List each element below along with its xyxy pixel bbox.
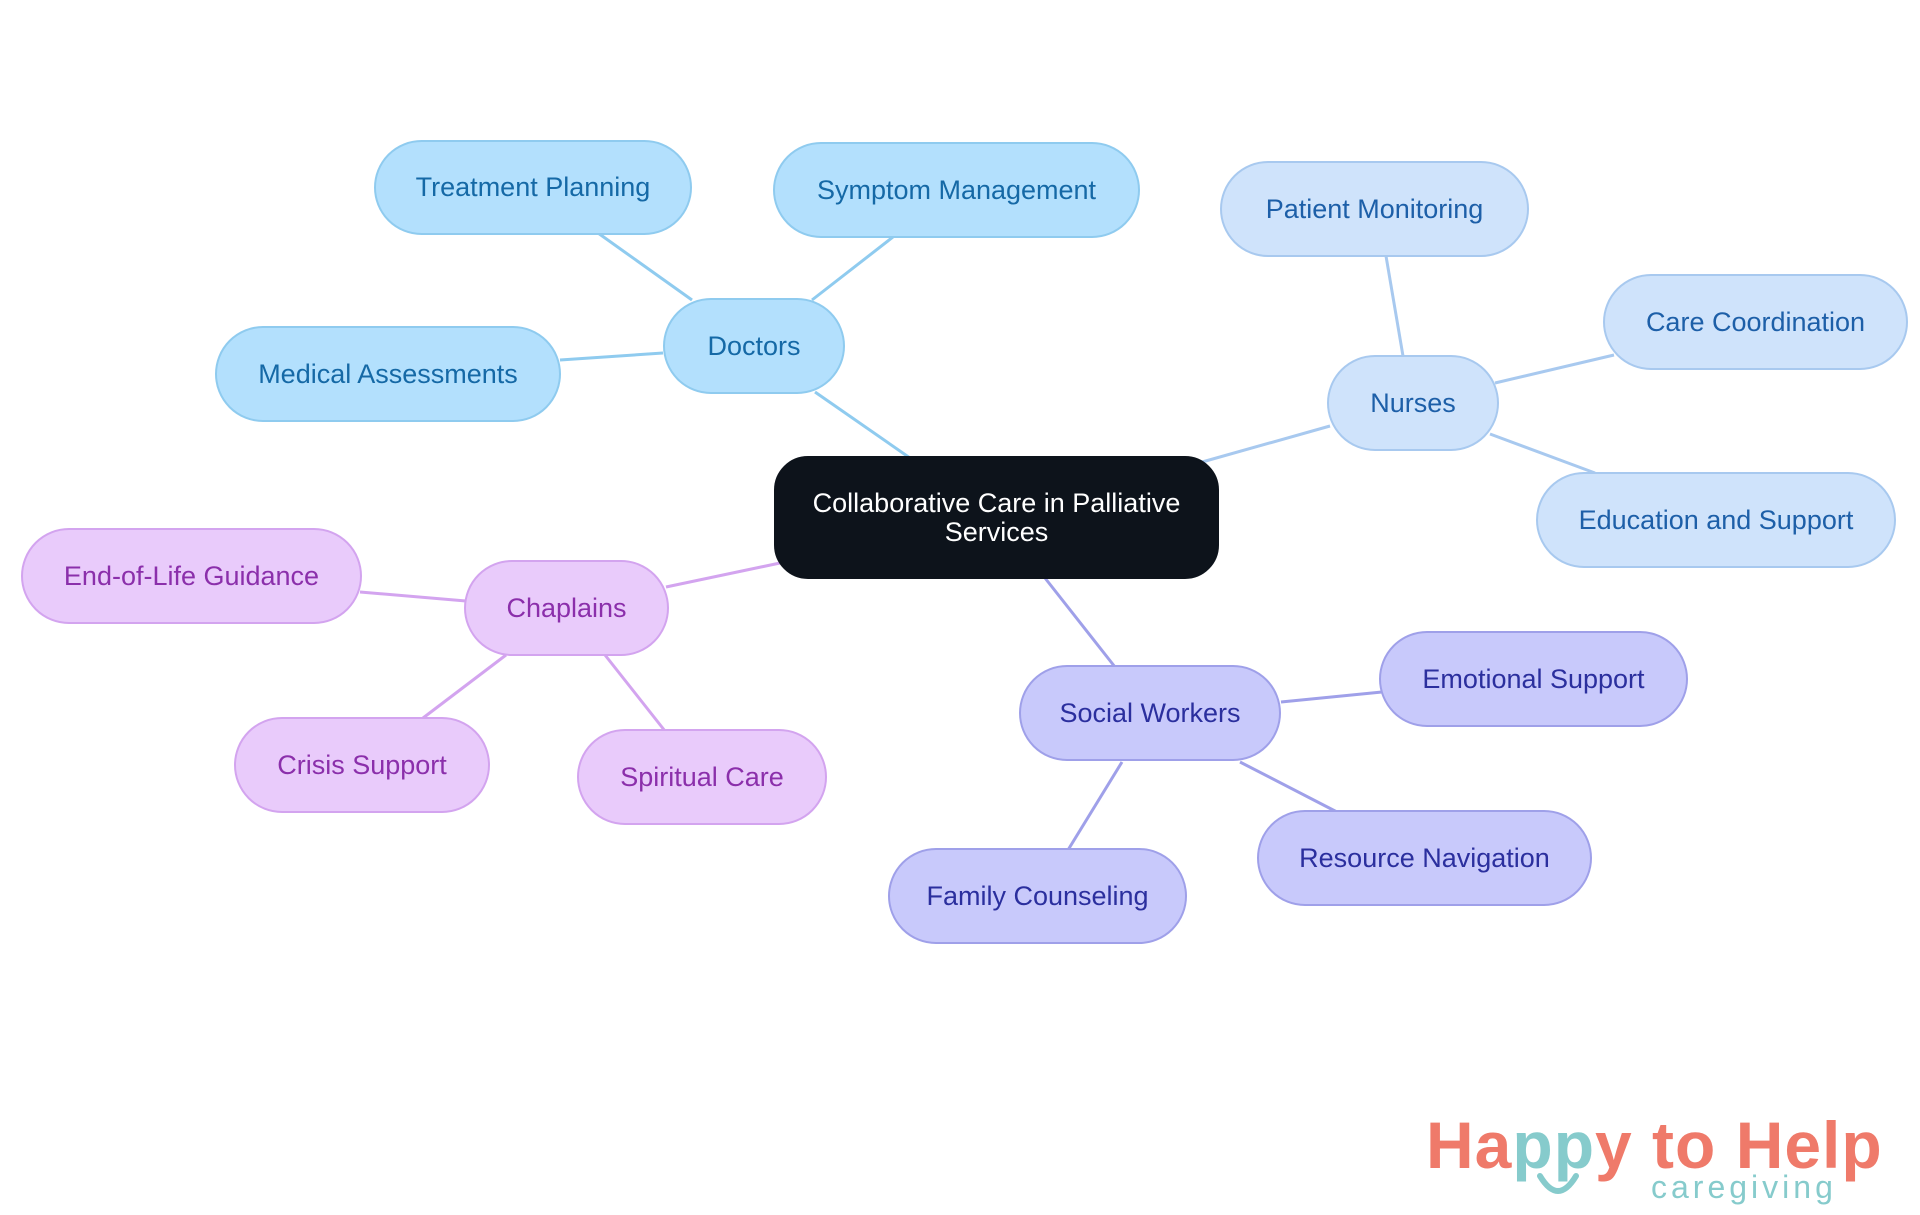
edge-root-nurses [1194, 424, 1331, 466]
root-node: Collaborative Care in Palliative Service… [774, 456, 1219, 579]
leaf-node-patient-monitoring: Patient Monitoring [1220, 161, 1529, 257]
smile-icon [1537, 1173, 1579, 1194]
leaf-label: Family Counseling [926, 880, 1149, 911]
edge-nurses-care-coordination [1494, 353, 1615, 385]
leaf-label: Crisis Support [277, 749, 447, 780]
leaf-node-treatment-planning: Treatment Planning [374, 140, 692, 235]
leaf-label: Care Coordination [1645, 306, 1866, 337]
logo-word-ha: Ha [1426, 1108, 1513, 1182]
leaf-node-resource-navigation: Resource Navigation [1257, 810, 1592, 906]
leaf-label: End-of-Life Guidance [63, 560, 320, 591]
leaf-node-emotional-support: Emotional Support [1379, 631, 1688, 727]
leaf-node-medical-assessments: Medical Assessments [215, 326, 561, 422]
leaf-label: Emotional Support [1422, 663, 1645, 694]
edge-doctors-symptom-management [811, 235, 894, 302]
leaf-node-symptom-management: Symptom Management [773, 142, 1140, 238]
branch-node-social-workers: Social Workers [1019, 665, 1281, 761]
branch-label: Doctors [707, 330, 801, 361]
leaf-label: Spiritual Care [620, 761, 784, 792]
leaf-label: Education and Support [1578, 504, 1854, 535]
leaf-node-family-counseling: Family Counseling [888, 848, 1187, 944]
leaf-node-education-support: Education and Support [1536, 472, 1896, 568]
branch-label: Nurses [1370, 387, 1456, 418]
edge-root-chaplains [665, 561, 781, 589]
branch-label: Chaplains [506, 592, 627, 623]
leaf-label: Patient Monitoring [1265, 193, 1484, 224]
connector-lines [359, 231, 1615, 851]
leaf-label: Treatment Planning [415, 172, 651, 202]
leaf-label: Medical Assessments [258, 358, 518, 389]
leaf-node-spiritual-care: Spiritual Care [577, 729, 827, 825]
logo-word-rest: y to Help [1595, 1108, 1883, 1182]
branch-node-nurses: Nurses [1327, 355, 1499, 451]
root-label: Collaborative Care in Palliative Service… [812, 487, 1181, 547]
leaf-node-crisis-support: Crisis Support [234, 717, 490, 813]
leaf-node-end-of-life-guidance: End-of-Life Guidance [21, 528, 362, 624]
edge-doctors-treatment-planning [597, 231, 693, 302]
branch-node-chaplains: Chaplains [464, 560, 669, 656]
leaf-node-care-coordination: Care Coordination [1603, 274, 1908, 370]
edge-nurses-patient-monitoring [1384, 255, 1405, 357]
edge-chaplains-end-of-life [359, 590, 467, 603]
edge-social-family-counseling [1066, 761, 1124, 851]
edge-social-resource-navigation [1239, 760, 1338, 814]
edge-root-social-workers [1043, 577, 1117, 668]
edge-nurses-education-support [1489, 432, 1596, 475]
leaf-label: Resource Navigation [1299, 842, 1550, 873]
edge-chaplains-spiritual-care [603, 654, 667, 732]
edge-social-emotional-support [1280, 690, 1383, 704]
logo-wordmark: Happy to Help [1426, 1110, 1883, 1180]
logo-word-pp: pp [1512, 1108, 1596, 1182]
edge-chaplains-crisis-support [422, 653, 507, 720]
leaf-label: Symptom Management [816, 174, 1097, 205]
edge-root-doctors [814, 390, 911, 460]
branch-node-doctors: Doctors [663, 298, 845, 394]
edge-doctors-medical-assessments [559, 351, 664, 362]
happy-to-help-logo: Happy to Help caregiving [1426, 1110, 1896, 1205]
branch-label: Social Workers [1059, 697, 1241, 728]
logo-tagline: caregiving [1651, 1169, 1837, 1205]
